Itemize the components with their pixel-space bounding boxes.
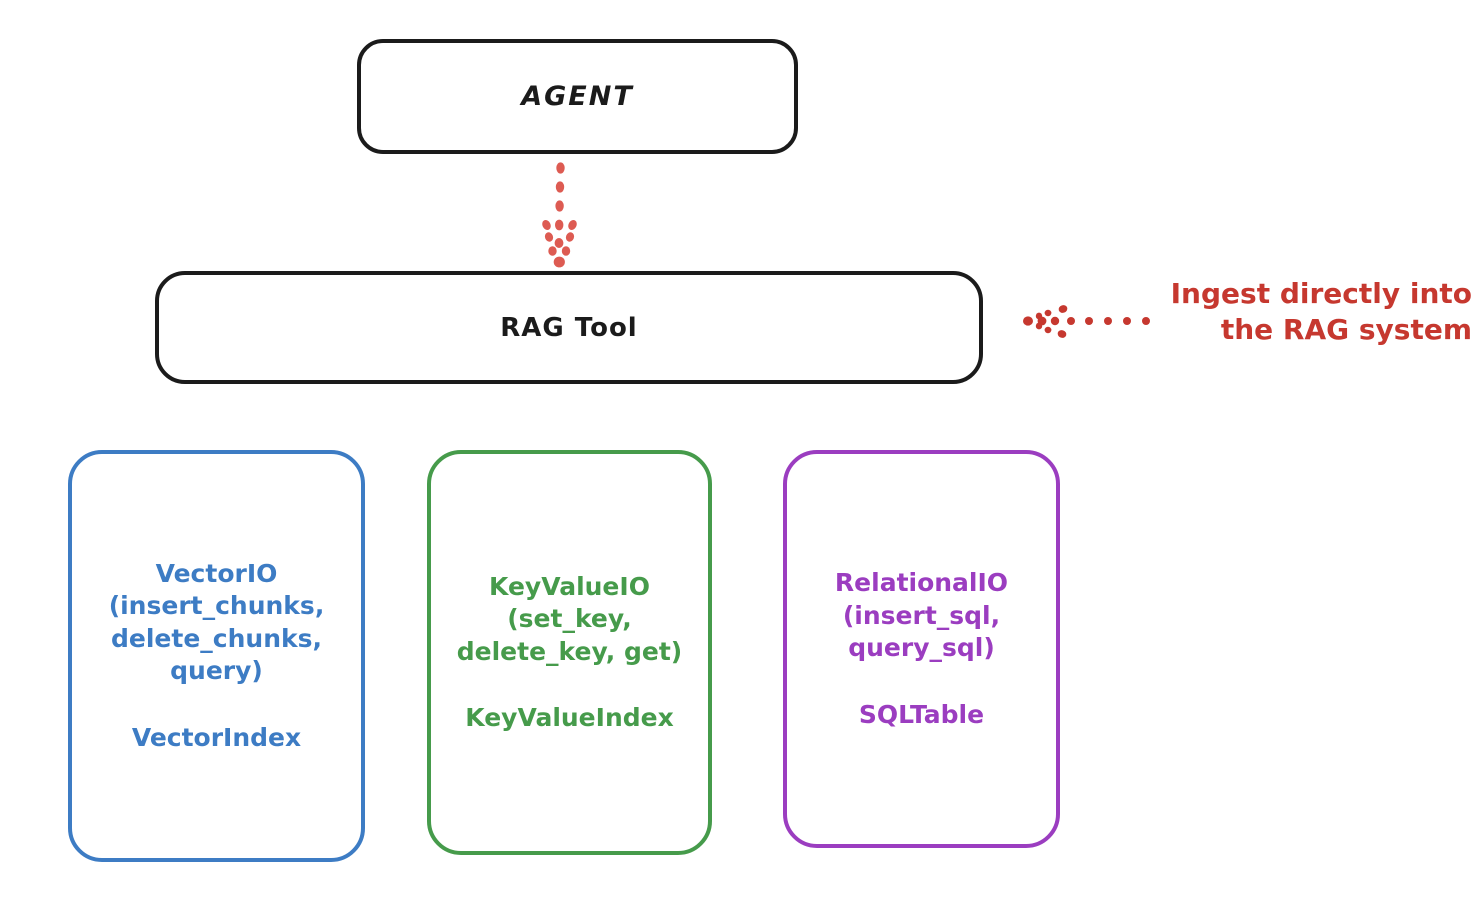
connector-agent-to-rag-tool (520, 155, 600, 275)
node-rag-tool[interactable]: RAG Tool (155, 271, 983, 384)
node-relational-io-api: RelationalIO (insert_sql, query_sql) (834, 568, 1009, 662)
node-key-value-io[interactable]: KeyValueIO (set_key, delete_key, get) Ke… (427, 450, 712, 855)
dotted-left-arrow-icon (1023, 305, 1150, 338)
node-relational-io[interactable]: RelationalIO (insert_sql, query_sql) SQL… (783, 450, 1060, 848)
node-vector-io-api: VectorIO (insert_chunks, delete_chunks, … (108, 558, 325, 686)
node-vector-io-index: VectorIndex (131, 722, 302, 752)
node-key-value-io-index: KeyValueIndex (465, 703, 674, 732)
node-rag-tool-label: RAG Tool (500, 312, 638, 343)
node-agent[interactable]: AGENT (357, 39, 798, 154)
node-key-value-io-api: KeyValueIO (set_key, delete_key, get) (456, 571, 683, 666)
annotation-ingest-label: Ingest directly into the RAG system (1170, 277, 1472, 346)
connector-ingest-arrow (1022, 300, 1152, 340)
node-agent-label: AGENT (521, 81, 634, 112)
node-relational-io-index: SQLTable (858, 699, 985, 729)
annotation-ingest: Ingest directly into the RAG system (1022, 276, 1472, 366)
dotted-down-arrow-icon (542, 162, 577, 268)
node-vector-io[interactable]: VectorIO (insert_chunks, delete_chunks, … (68, 450, 365, 862)
